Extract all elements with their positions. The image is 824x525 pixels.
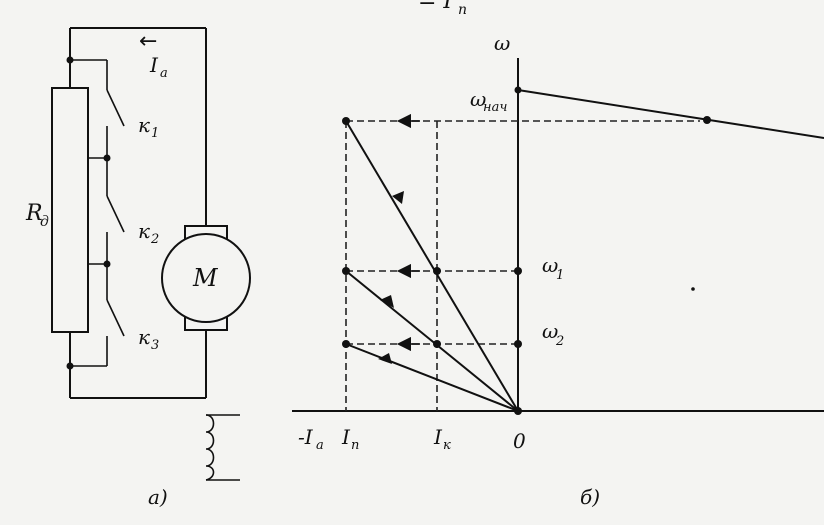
caption-a: а) xyxy=(148,485,168,509)
switch-k2-blade xyxy=(106,195,125,233)
characteristic-line-2 xyxy=(345,270,519,412)
svg-text:ω: ω xyxy=(542,319,558,343)
svg-text:к: к xyxy=(138,219,150,243)
svg-text:-I: -I xyxy=(298,425,314,449)
point-omega2 xyxy=(514,340,522,348)
motor-label: M xyxy=(192,264,219,292)
omega2-label: ω 2 xyxy=(542,319,564,349)
omega-start-label: ω нач xyxy=(470,87,507,115)
in-label: I n xyxy=(341,425,359,453)
svg-text:2: 2 xyxy=(150,232,159,247)
omega1-label: ω 1 xyxy=(542,253,564,283)
switch-k1-blade xyxy=(106,89,125,127)
arrow-characteristic-3 xyxy=(378,353,392,364)
switch-point-natural xyxy=(703,116,711,124)
svg-text:a: a xyxy=(316,438,324,453)
top-fragment-sub: n xyxy=(458,2,467,18)
motor-armature xyxy=(161,233,251,323)
junction-1 xyxy=(66,56,74,64)
neg-ia-label: -I a xyxy=(298,425,324,453)
svg-text:I: I xyxy=(433,425,443,449)
arrow-characteristic-1 xyxy=(392,191,404,204)
current-label-sub: a xyxy=(160,66,168,81)
switch-k2-label: к 2 xyxy=(138,219,159,247)
current-arrow: ← xyxy=(139,29,157,54)
svg-text:n: n xyxy=(351,438,359,453)
current-label: I xyxy=(149,53,159,77)
top-fragment-text: = I xyxy=(418,0,453,14)
svg-text:1: 1 xyxy=(151,126,159,141)
resistor-label-sub: д xyxy=(40,214,49,230)
junction-4 xyxy=(66,362,74,370)
origin-point xyxy=(514,407,522,415)
natural-characteristic-line xyxy=(517,89,824,139)
svg-text:1: 1 xyxy=(556,268,564,283)
svg-text:нач: нач xyxy=(483,100,507,115)
caption-b: б) xyxy=(580,485,600,509)
omega-start-point xyxy=(514,86,522,94)
switch-k1-label: к 1 xyxy=(138,113,159,141)
characteristic-line-1 xyxy=(345,120,519,412)
point-ik-omega1 xyxy=(433,267,441,275)
ik-label: I к xyxy=(433,425,451,453)
svg-text:2: 2 xyxy=(555,334,564,349)
resistor-label: R xyxy=(25,201,43,226)
speed-current-graph: ω ω нач xyxy=(292,31,824,509)
point-in-omega2 xyxy=(342,340,350,348)
switch-k3-label: к 3 xyxy=(138,325,159,353)
point-in-omega1 xyxy=(342,267,350,275)
characteristic-line-3 xyxy=(345,343,519,412)
scan-speck xyxy=(691,287,695,291)
top-fragment: = I n xyxy=(418,0,467,18)
svg-text:I: I xyxy=(341,425,351,449)
point-omega1 xyxy=(514,267,522,275)
switch-k3-blade xyxy=(106,299,125,337)
arrow-characteristic-2 xyxy=(380,295,394,308)
field-winding-coil xyxy=(205,414,215,481)
svg-text:ω: ω xyxy=(470,87,486,111)
svg-text:к: к xyxy=(138,113,150,137)
svg-text:ω: ω xyxy=(542,253,558,277)
origin-label: 0 xyxy=(513,429,526,453)
svg-text:к: к xyxy=(138,325,150,349)
point-in-start xyxy=(342,117,350,125)
svg-text:3: 3 xyxy=(151,338,159,353)
resistor xyxy=(51,87,89,333)
omega-axis-label: ω xyxy=(494,31,510,55)
point-ik-omega2 xyxy=(433,340,441,348)
circuit-diagram: R д к 1 к 2 к 3 ← xyxy=(25,27,251,509)
svg-text:к: к xyxy=(443,438,451,453)
